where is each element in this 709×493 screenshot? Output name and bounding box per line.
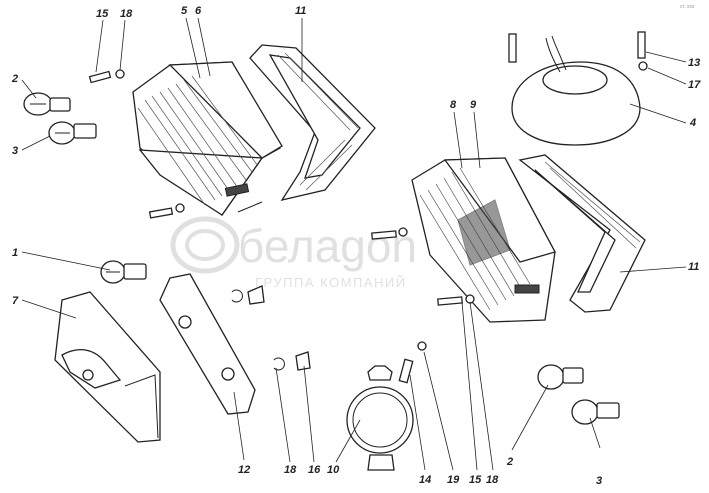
leader-lines — [21, 17, 687, 471]
bulb-2-left — [23, 92, 71, 116]
bracket-10 — [346, 365, 414, 471]
callout-2-left: 2 — [11, 73, 18, 85]
clips — [231, 285, 311, 371]
left-lens-frame — [249, 44, 376, 201]
callout-13: 13 — [688, 57, 700, 69]
bulb-3-left — [48, 121, 97, 145]
screw-mid-left — [148, 203, 185, 219]
watermark-tagline: ГРУППА КОМПАНИЙ — [255, 275, 407, 290]
callout-16: 16 — [308, 464, 321, 476]
screw-center — [371, 227, 408, 240]
callout-18-bottom: 18 — [284, 464, 297, 476]
bulb-1 — [100, 260, 147, 284]
left-lamp-housing — [132, 61, 283, 216]
callout-12: 12 — [238, 464, 250, 476]
screw-15-left — [88, 69, 125, 84]
callout-7: 7 — [12, 295, 19, 307]
bulb-2-right — [537, 364, 584, 390]
screw-15-right — [437, 294, 475, 306]
callout-3-right: 3 — [596, 475, 602, 487]
right-lens-frame — [518, 154, 646, 313]
callout-17: 17 — [688, 79, 701, 91]
callout-11-left: 11 — [295, 5, 306, 17]
watermark: белаgon ГРУППА КОМПАНИЙ — [170, 216, 417, 290]
watermark-brand: белаgon — [238, 220, 417, 272]
callout-2-right: 2 — [506, 456, 513, 468]
callout-10: 10 — [327, 464, 340, 476]
callout-labels: 15 18 5 6 11 2 3 1 7 12 18 16 10 14 19 1… — [11, 5, 701, 487]
callout-14: 14 — [419, 474, 431, 486]
callout-11-right: 11 — [688, 261, 699, 273]
callout-6: 6 — [195, 5, 202, 17]
callout-15-left: 15 — [96, 8, 109, 20]
callout-1: 1 — [12, 247, 18, 259]
callout-4: 4 — [689, 117, 696, 129]
dome-lamp — [511, 35, 641, 146]
callout-5: 5 — [181, 5, 188, 17]
screw-14 — [398, 341, 427, 384]
bulb-3-right — [571, 399, 620, 425]
screw-top-right — [508, 31, 648, 71]
callout-18-left: 18 — [120, 8, 133, 20]
reflector-7 — [54, 291, 161, 443]
callout-3-left: 3 — [12, 145, 18, 157]
right-lamp-housing — [411, 157, 556, 323]
callout-15-right: 15 — [469, 474, 482, 486]
callout-8: 8 — [450, 99, 457, 111]
callout-19: 19 — [447, 474, 460, 486]
corner-mark: ст. ххх — [680, 4, 695, 10]
gasket-12 — [159, 273, 256, 415]
callout-18-right: 18 — [486, 474, 499, 486]
callout-9: 9 — [470, 99, 477, 111]
